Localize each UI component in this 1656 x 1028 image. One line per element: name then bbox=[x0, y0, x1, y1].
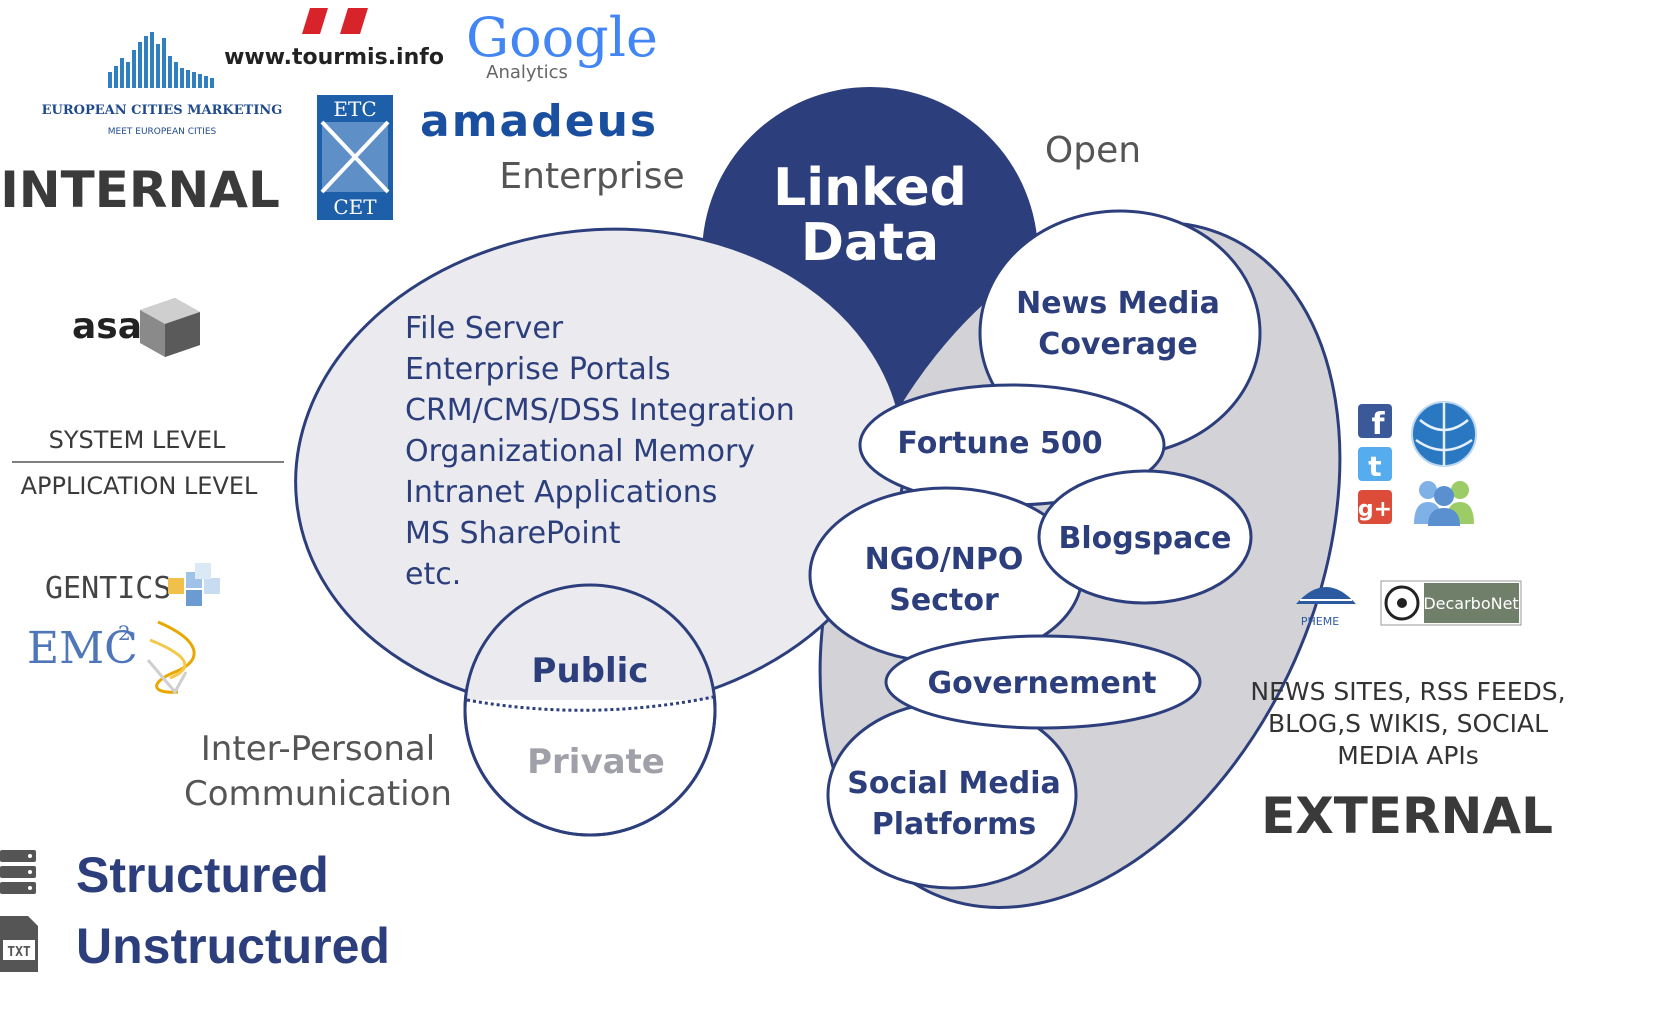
users-icon bbox=[1414, 481, 1474, 526]
enterprise-item: Intranet Applications bbox=[405, 475, 717, 510]
pheme-logo: PHEME bbox=[1296, 587, 1356, 628]
enterprise-item: File Server bbox=[405, 311, 564, 346]
decarbonet-logo: DecarboNet bbox=[1380, 580, 1522, 626]
european-cities-marketing-logo: EUROPEAN CITIES MARKETING MEET EUROPEAN … bbox=[42, 32, 283, 137]
enterprise-item: Organizational Memory bbox=[405, 434, 755, 469]
ecm-title: EUROPEAN CITIES MARKETING bbox=[42, 103, 283, 118]
system-level-label: SYSTEM LEVEL bbox=[49, 426, 226, 454]
twitter-icon: t bbox=[1358, 447, 1392, 483]
social-media-label-line2: Platforms bbox=[872, 807, 1036, 842]
application-level-label: APPLICATION LEVEL bbox=[21, 472, 258, 500]
ecm-subtitle: MEET EUROPEAN CITIES bbox=[108, 127, 217, 137]
external-sources-line2: BLOG,S WIKIS, SOCIAL bbox=[1268, 709, 1548, 738]
tourmis-logo: www.tourmis.info bbox=[224, 8, 444, 70]
government-label: Governement bbox=[928, 666, 1157, 701]
public-private-clip-top bbox=[465, 575, 715, 700]
svg-text:t: t bbox=[1368, 450, 1381, 483]
google-analytics-logo: Google Analytics bbox=[466, 6, 658, 83]
enterprise-item: MS SharePoint bbox=[405, 516, 621, 551]
tourmis-url: www.tourmis.info bbox=[224, 45, 444, 70]
emc-logo: EMC 2 bbox=[27, 621, 138, 674]
txt-file-icon-label: TXT bbox=[7, 945, 31, 960]
globe-icon bbox=[1411, 401, 1477, 467]
public-private-divider bbox=[466, 695, 714, 712]
social-media-label-line1: Social Media bbox=[847, 766, 1060, 801]
emc-wordmark: EMC bbox=[27, 623, 138, 674]
sql-server-icon bbox=[146, 620, 196, 695]
gentics-wordmark: GENTICS bbox=[45, 571, 171, 606]
fortune-500-label: Fortune 500 bbox=[897, 426, 1102, 461]
linked-data-title-line1: Linked bbox=[773, 158, 967, 218]
facebook-icon: f bbox=[1358, 404, 1392, 442]
gentics-logo: GENTICS bbox=[45, 563, 220, 606]
external-sources-line3: MEDIA APIs bbox=[1337, 741, 1479, 770]
asa-wordmark: asa bbox=[72, 306, 142, 347]
public-label: Public bbox=[532, 651, 649, 691]
txt-file-icon: TXT bbox=[0, 916, 38, 972]
decarbonet-wordmark: DecarboNet bbox=[1423, 594, 1518, 613]
linked-data-title-line2: Data bbox=[801, 213, 939, 273]
enterprise-item: CRM/CMS/DSS Integration bbox=[405, 393, 795, 428]
external-heading: EXTERNAL bbox=[1261, 787, 1553, 845]
emc-superscript: 2 bbox=[118, 621, 131, 645]
enterprise-item: etc. bbox=[405, 557, 461, 592]
svg-text:f: f bbox=[1371, 407, 1385, 442]
etc-logo-top: ETC bbox=[333, 97, 376, 121]
database-icon bbox=[0, 850, 36, 894]
interpersonal-label-line2: Communication bbox=[184, 774, 452, 814]
open-source-bubbles bbox=[808, 209, 1262, 890]
structured-legend-label: Structured bbox=[76, 847, 329, 903]
asa-logo: asa bbox=[72, 298, 200, 357]
gentics-cubes-icon bbox=[168, 563, 220, 606]
google-analytics-sub: Analytics bbox=[486, 62, 568, 83]
enterprise-label: Enterprise bbox=[499, 156, 684, 197]
svg-text:g+: g+ bbox=[1358, 497, 1392, 522]
ngo-npo-label-line1: NGO/NPO bbox=[865, 542, 1024, 577]
unstructured-legend-label: Unstructured bbox=[76, 918, 390, 974]
interpersonal-label-line1: Inter-Personal bbox=[201, 729, 435, 769]
google-plus-icon: g+ bbox=[1358, 490, 1392, 524]
google-wordmark: Google bbox=[466, 6, 658, 69]
government-bubble bbox=[884, 634, 1202, 730]
blogspace-bubble bbox=[1037, 469, 1253, 605]
enterprise-item: Enterprise Portals bbox=[405, 352, 671, 387]
pheme-wordmark: PHEME bbox=[1301, 615, 1339, 628]
internal-heading: INTERNAL bbox=[0, 161, 280, 219]
private-label: Private bbox=[527, 742, 665, 782]
public-private-outline bbox=[463, 583, 717, 837]
amadeus-logo: amadeus bbox=[420, 96, 658, 147]
enterprise-item-list: File Server Enterprise Portals CRM/CMS/D… bbox=[405, 311, 795, 592]
external-sources-line1: NEWS SITES, RSS FEEDS, bbox=[1250, 677, 1565, 706]
etc-logo-bottom: CET bbox=[333, 195, 377, 219]
ngo-npo-label-line2: Sector bbox=[889, 583, 999, 618]
open-label: Open bbox=[1045, 130, 1141, 171]
news-media-label-line2: Coverage bbox=[1038, 327, 1197, 362]
etc-logo: ETC CET bbox=[317, 95, 393, 220]
news-media-label-line1: News Media bbox=[1016, 286, 1220, 321]
blogspace-label: Blogspace bbox=[1059, 521, 1232, 556]
